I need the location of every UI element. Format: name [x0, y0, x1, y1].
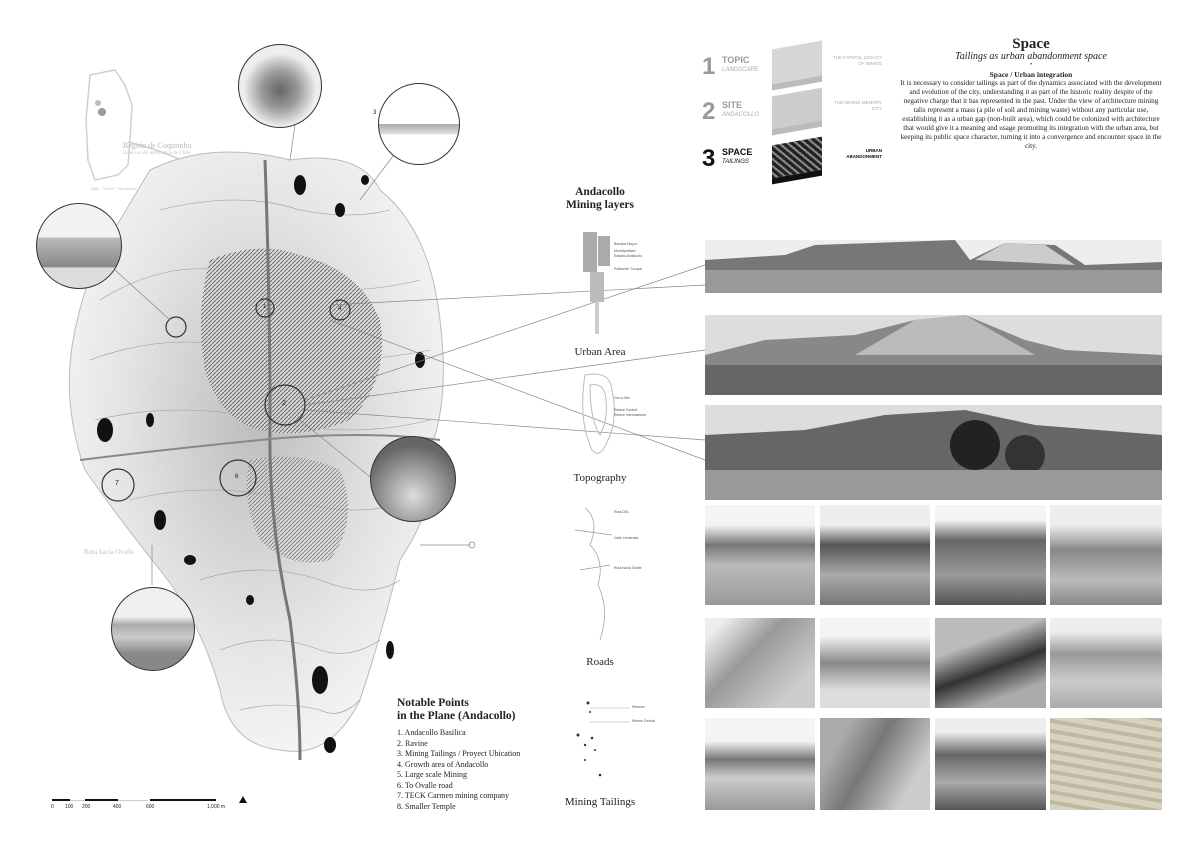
circle-3-label: 3	[373, 110, 377, 116]
circle-4-label: 4	[338, 306, 342, 312]
north-arrow-icon	[239, 796, 247, 803]
basilica-photo-circle	[36, 203, 122, 289]
urban-annotation: Municipalidad	[614, 249, 636, 253]
panorama-photo-2	[705, 315, 1162, 395]
roads-annotation: Ruta D51	[614, 510, 629, 514]
grid-photo	[705, 718, 815, 810]
urban-annotation: Estadio Andacollo	[614, 254, 642, 258]
layer-label-topography: Topography	[573, 472, 627, 484]
topic-2-right: THE MINING MEMORY CITY	[834, 100, 882, 111]
roads-annotation: Ruta hacia Ovalle	[614, 566, 642, 570]
circle-2-label: 2	[282, 400, 286, 407]
topic-3-right: URBAN ABANDONMENT	[846, 148, 882, 159]
topic-2-number: 2	[702, 98, 716, 125]
region-coords: 1986 · 303.67° Sea Andes	[90, 186, 137, 191]
grid-photo	[820, 718, 930, 810]
tailings-photo-circle	[378, 83, 460, 165]
topic-2-sub: ANDACOLLO	[722, 112, 760, 118]
region-subtitle: Zona sur del norte chico de Chile	[123, 151, 191, 156]
virgin-statue-photo-circle	[238, 44, 322, 128]
notable-item: 6. To Ovalle road	[397, 780, 453, 790]
notable-item: 3. Mining Tailings / Proyect Ubication	[397, 749, 521, 758]
notable-item: 1. Andacollo Basilica	[397, 728, 466, 737]
topic-3-title: SPACE	[722, 147, 753, 157]
scale-tick: 100	[65, 804, 74, 810]
topic-3-sub: TAILINGS	[722, 159, 749, 165]
grid-photo	[705, 505, 815, 605]
space-panel: Space Tailings as urban abandonment spac…	[900, 36, 1162, 150]
panorama-photo-3	[705, 405, 1162, 500]
scale-tick: 200	[82, 804, 91, 810]
scale-tick: 0	[51, 804, 54, 810]
grid-photo	[820, 618, 930, 708]
topic-3-number: 3	[702, 145, 716, 172]
region-title: Región de Coquimbo	[123, 141, 192, 150]
notable-points-legend: Notable Points in the Plane (Andacollo) …	[397, 697, 520, 812]
space-title: Space	[1012, 36, 1050, 52]
notable-title-line1: Notable Points	[397, 697, 469, 709]
callout-lines	[114, 124, 706, 585]
grid-photo	[705, 618, 815, 708]
grid-photo	[935, 505, 1046, 605]
grid-photo	[935, 618, 1046, 708]
tailings-annotation: Relaves	[632, 705, 645, 709]
circle-1-label: 1	[263, 304, 267, 310]
scale-bar	[52, 796, 247, 803]
scale-tick: 1,000 m	[207, 804, 226, 810]
circle-6-label: 6	[235, 474, 239, 480]
topic-1-right: THE FATEFUL LEGACY OF MINING	[832, 55, 882, 66]
ravine-photo-circle	[370, 436, 456, 522]
topography-annotation: Cerro Alto	[614, 396, 630, 400]
topography-annotation: Relave Internacional	[614, 413, 646, 417]
layer-label-roads: Roads	[586, 656, 614, 668]
topic-1-title: TOPIC	[722, 55, 750, 65]
layer-label-urban-area: Urban Area	[574, 346, 626, 358]
notable-title-line2: in the Plane (Andacollo)	[397, 710, 516, 722]
grid-photo	[1050, 718, 1162, 810]
space-subtitle: Tailings as urban abandonment space	[955, 51, 1107, 62]
grid-photo	[1050, 618, 1162, 708]
grid-photo	[1050, 505, 1162, 605]
notable-item: 5. Large scale Mining	[397, 770, 468, 779]
roads-annotation: Calle Urmeneta	[614, 536, 639, 540]
scale-tick: 600	[146, 804, 155, 810]
topic-1-number: 1	[702, 53, 716, 80]
space-section-heading: Space / Urban integration	[989, 70, 1073, 79]
urban-core	[201, 248, 382, 434]
layers-title-line2: Mining layers	[565, 199, 635, 211]
notable-item: 8. Smaller Temple	[397, 801, 456, 811]
notable-item: 4. Growth area of Andacollo	[397, 759, 489, 769]
layer-label-mining-tailings: Mining Tailings	[564, 796, 636, 808]
urban-annotation: Población Tucapa	[614, 267, 642, 271]
topography-annotation: Relave Central	[614, 408, 638, 412]
grid-photo	[820, 505, 930, 605]
panorama-photo-1	[705, 240, 1162, 293]
tailings-annotation: Relave Central	[632, 719, 656, 723]
map-point-circles	[101, 298, 351, 502]
ovalle-view-photo-circle	[111, 587, 195, 671]
space-body: It is necessary to consider tailings as …	[900, 79, 1162, 150]
tailings-patches	[97, 175, 425, 753]
notable-item: 7. TECK Carmen mining company	[397, 791, 510, 800]
urban-annotation: Basílica Mayor	[614, 242, 637, 246]
layers-title: Andacollo Mining layers	[540, 186, 660, 212]
layers-title-line1: Andacollo	[575, 186, 625, 198]
grid-photo	[935, 718, 1046, 810]
notable-item: 2. Ravine	[397, 738, 428, 748]
topic-1-sub: LANDSCAPE	[722, 67, 759, 73]
scale-tick: 400	[113, 804, 122, 810]
topic-2-title: SITE	[722, 100, 743, 110]
circle-7-label: 7	[115, 480, 119, 487]
ovalle-route-label: Ruta hacia Ovalle	[84, 548, 135, 556]
